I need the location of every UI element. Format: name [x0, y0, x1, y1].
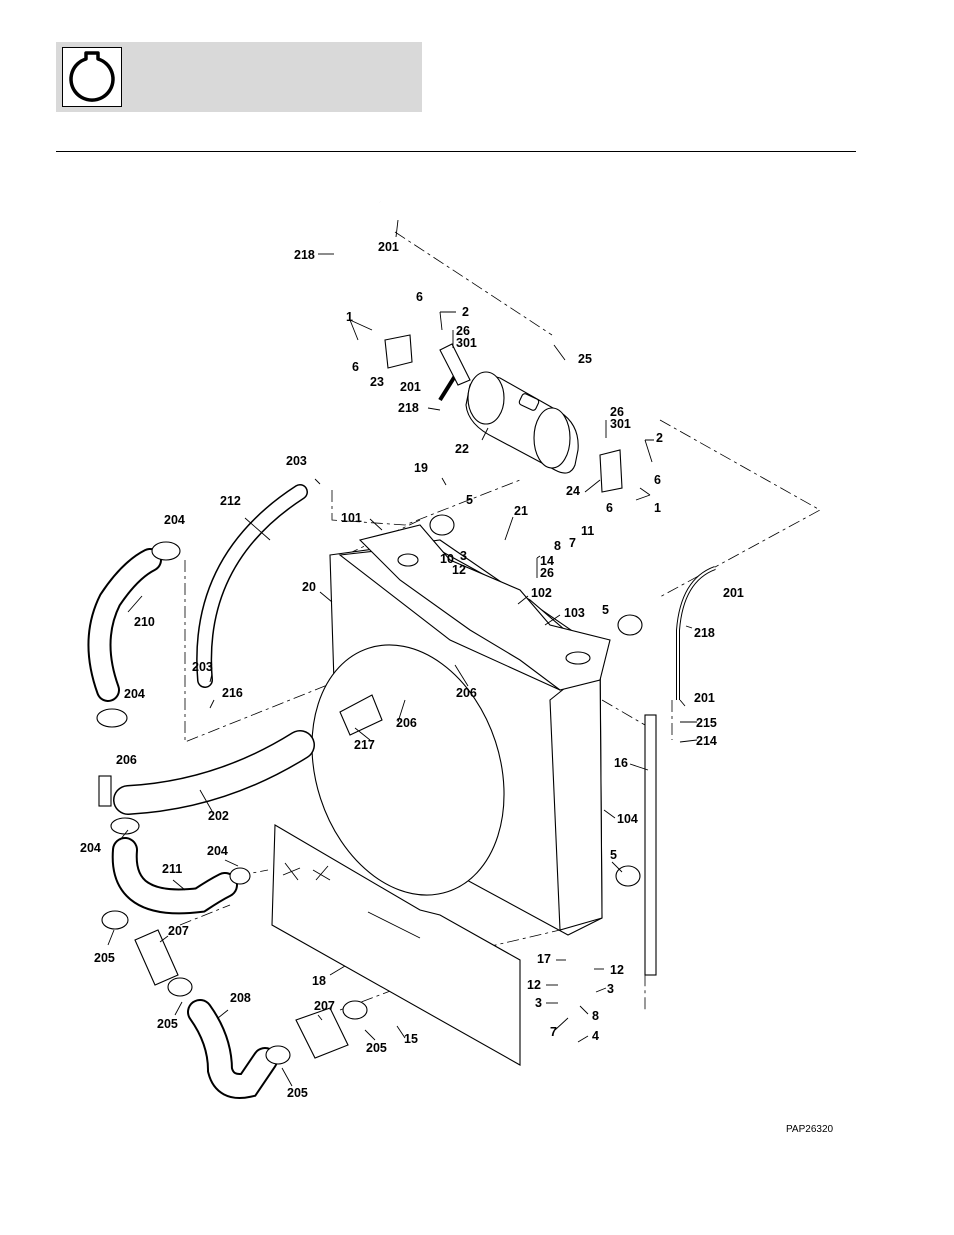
- callout-206: 206: [456, 686, 477, 700]
- bracket-23: [385, 335, 412, 368]
- callout-104: 104: [617, 812, 638, 826]
- callout-203: 203: [192, 660, 213, 674]
- callout-203: 203: [286, 454, 307, 468]
- callout-21: 21: [514, 504, 528, 518]
- callout-201: 201: [400, 380, 421, 394]
- callout-201: 201: [378, 240, 399, 254]
- callout-3: 3: [607, 982, 614, 996]
- callout-12: 12: [610, 963, 624, 977]
- callout-1: 1: [346, 310, 353, 324]
- callout-6: 6: [654, 473, 661, 487]
- callout-6: 6: [416, 290, 423, 304]
- callout-201: 201: [694, 691, 715, 705]
- callout-101: 101: [341, 511, 362, 525]
- callout-218: 218: [398, 401, 419, 415]
- callout-102: 102: [531, 586, 552, 600]
- callout-103: 103: [564, 606, 585, 620]
- callout-205: 205: [366, 1041, 387, 1055]
- callout-19: 19: [414, 461, 428, 475]
- callout-15: 15: [404, 1032, 418, 1046]
- callout-20: 20: [302, 580, 316, 594]
- callout-6: 6: [606, 501, 613, 515]
- callout-204: 204: [80, 841, 101, 855]
- callout-16: 16: [614, 756, 628, 770]
- callout-301: 301: [456, 336, 477, 350]
- callout-204: 204: [124, 687, 145, 701]
- callout-216: 216: [222, 686, 243, 700]
- callout-3: 3: [535, 996, 542, 1010]
- callout-301: 301: [610, 417, 631, 431]
- callout-2: 2: [656, 431, 663, 445]
- callout-25: 25: [578, 352, 592, 366]
- callout-217: 217: [354, 738, 375, 752]
- callout-206: 206: [116, 753, 137, 767]
- callout-205: 205: [94, 951, 115, 965]
- callout-212: 212: [220, 494, 241, 508]
- callout-214: 214: [696, 734, 717, 748]
- callout-208: 208: [230, 991, 251, 1005]
- callout-215: 215: [696, 716, 717, 730]
- callout-3: 3: [460, 549, 467, 563]
- callout-7: 7: [550, 1025, 557, 1039]
- callout-8: 8: [592, 1009, 599, 1023]
- callout-5: 5: [610, 848, 617, 862]
- callout-17: 17: [537, 952, 551, 966]
- callout-205: 205: [157, 1017, 178, 1031]
- callout-8: 8: [554, 539, 561, 553]
- callout-4: 4: [592, 1029, 599, 1043]
- callout-210: 210: [134, 615, 155, 629]
- callout-5: 5: [466, 493, 473, 507]
- callout-207: 207: [314, 999, 335, 1013]
- figure-code: PAP26320: [786, 1124, 833, 1135]
- bar-16: [645, 715, 656, 975]
- callout-12: 12: [527, 978, 541, 992]
- callout-204: 204: [164, 513, 185, 527]
- callout-207: 207: [168, 924, 189, 938]
- callout-12: 12: [452, 563, 466, 577]
- callout-5: 5: [602, 603, 609, 617]
- callout-6: 6: [352, 360, 359, 374]
- bracket-24: [600, 450, 622, 492]
- callout-11: 11: [581, 524, 594, 538]
- callout-202: 202: [208, 809, 229, 823]
- callout-1: 1: [654, 501, 661, 515]
- callout-201: 201: [723, 586, 744, 600]
- hose-207a: [135, 930, 178, 985]
- callout-24: 24: [566, 484, 580, 498]
- callout-18: 18: [312, 974, 326, 988]
- callout-211: 211: [162, 862, 182, 876]
- callout-23: 23: [370, 375, 384, 389]
- callout-205: 205: [287, 1086, 308, 1100]
- hose-207b: [296, 1008, 348, 1058]
- callout-218: 218: [694, 626, 715, 640]
- callout-2: 2: [462, 305, 469, 319]
- callout-7: 7: [569, 536, 576, 550]
- callout-218: 218: [294, 248, 315, 262]
- callout-26: 26: [540, 566, 554, 580]
- callout-22: 22: [455, 442, 469, 456]
- callout-204: 204: [207, 844, 228, 858]
- callout-206: 206: [396, 716, 417, 730]
